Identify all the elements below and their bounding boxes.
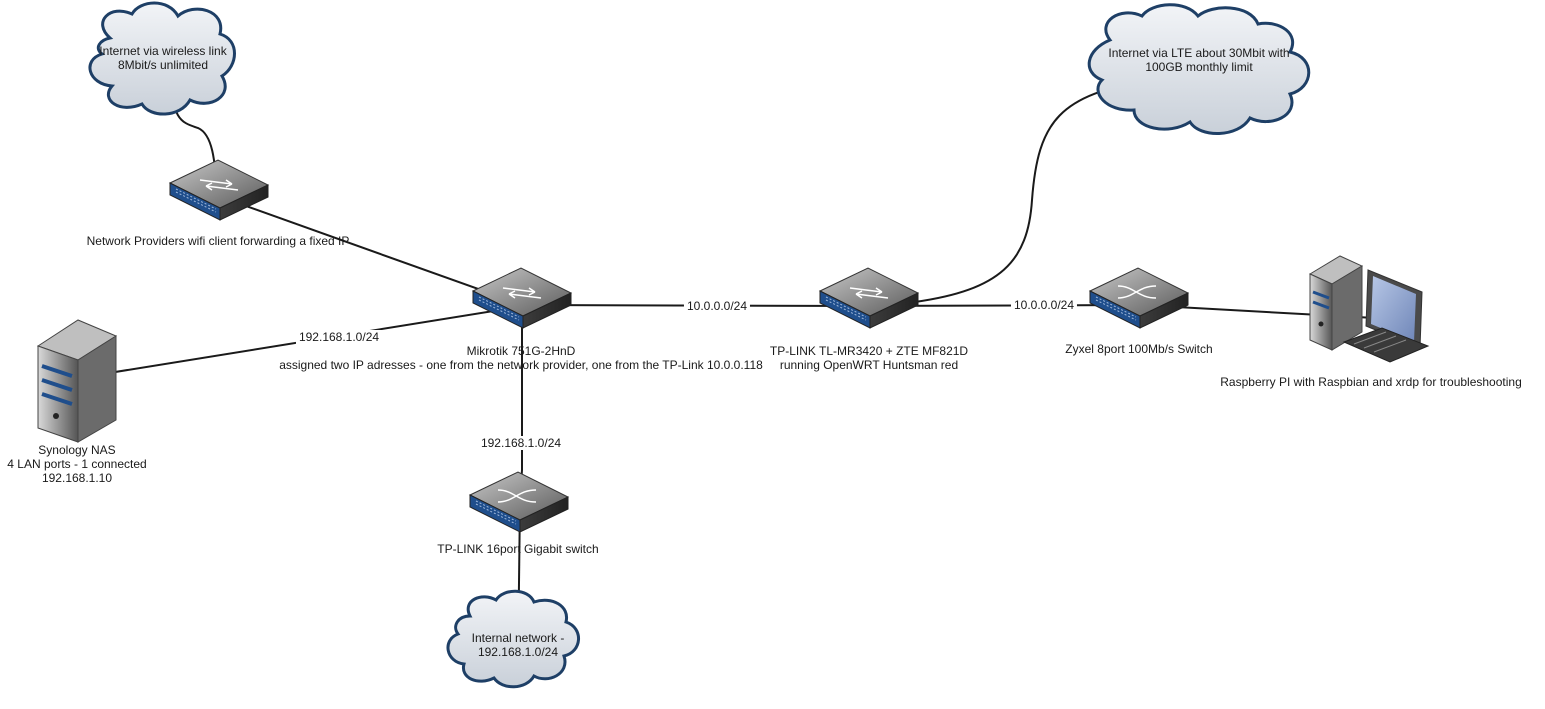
device-label-line: assigned two IP adresses - one from the …	[279, 358, 763, 372]
cloud-label-line: 100GB monthly limit	[1145, 60, 1253, 74]
device-label-raspberry: Raspberry PI with Raspbian and xrdp for …	[1220, 375, 1522, 389]
router-icon-mikrotik	[472, 267, 572, 329]
router-icon-tplink	[819, 267, 919, 329]
device-label-line: Mikrotik 751G-2HnD	[466, 344, 576, 358]
device-label-line: 4 LAN ports - 1 connected	[7, 457, 147, 471]
device-label-tplink-switch: TP-LINK 16port Gigabit switch	[437, 542, 599, 556]
device-label-line: running OpenWRT Huntsman red	[779, 358, 959, 372]
switch-icon-zyxel	[1089, 267, 1189, 329]
cloud-label-internal: Internal network - 192.168.1.0/24	[472, 631, 565, 659]
computer-icon-raspberry	[1308, 255, 1430, 363]
cloud-label-lte: Internet via LTE about 30Mbit with 100GB…	[1108, 46, 1289, 74]
cloud-label-wireless: Internet via wireless link 8Mbit/s unlim…	[99, 44, 226, 72]
link-label-nas-mikrotik: 192.168.1.0/24	[295, 330, 383, 344]
cloud-label-line: 192.168.1.0/24	[477, 645, 559, 659]
device-label-line: TP-LINK TL-MR3420 + ZTE MF821D	[769, 344, 969, 358]
device-label-mikrotik: Mikrotik 751G-2HnD assigned two IP adres…	[279, 344, 763, 372]
device-label-tplink-router: TP-LINK TL-MR3420 + ZTE MF821D running O…	[770, 344, 968, 372]
link-label-tplink-zyxel: 10.0.0.0/24	[1010, 298, 1078, 312]
cloud-label-line: 8Mbit/s unlimited	[117, 58, 209, 72]
device-label-provider-client: Network Providers wifi client forwarding…	[86, 234, 350, 248]
link-label-mikrotik-tplink: 10.0.0.0/24	[683, 299, 751, 313]
cloud-icon-wireless	[88, 1, 236, 116]
link-label-mikrotik-switch: 192.168.1.0/24	[477, 436, 565, 450]
cloud-label-line: Internal network -	[471, 631, 565, 645]
device-label-nas: Synology NAS 4 LAN ports - 1 connected 1…	[7, 443, 146, 485]
cloud-icon-internal	[446, 589, 580, 689]
device-label-line: 192.168.1.10	[41, 471, 113, 485]
switch-icon-tplink-16port	[469, 471, 569, 533]
device-label-zyxel: Zyxel 8port 100Mb/s Switch	[1065, 342, 1213, 356]
router-icon-provider-client	[169, 159, 269, 221]
link-tplink-lte-cloud	[914, 79, 1151, 303]
link-client-mikrotik	[217, 195, 524, 306]
cloud-label-line: Internet via LTE about 30Mbit with	[1108, 46, 1290, 60]
link-mikrotik-switch	[519, 305, 523, 501]
device-label-line: Synology NAS	[38, 443, 116, 457]
server-icon-nas	[36, 319, 118, 443]
cloud-label-line: Internet via wireless link	[99, 44, 227, 58]
link-nas-mikrotik	[77, 307, 513, 379]
cloud-icon-lte	[1087, 3, 1311, 135]
